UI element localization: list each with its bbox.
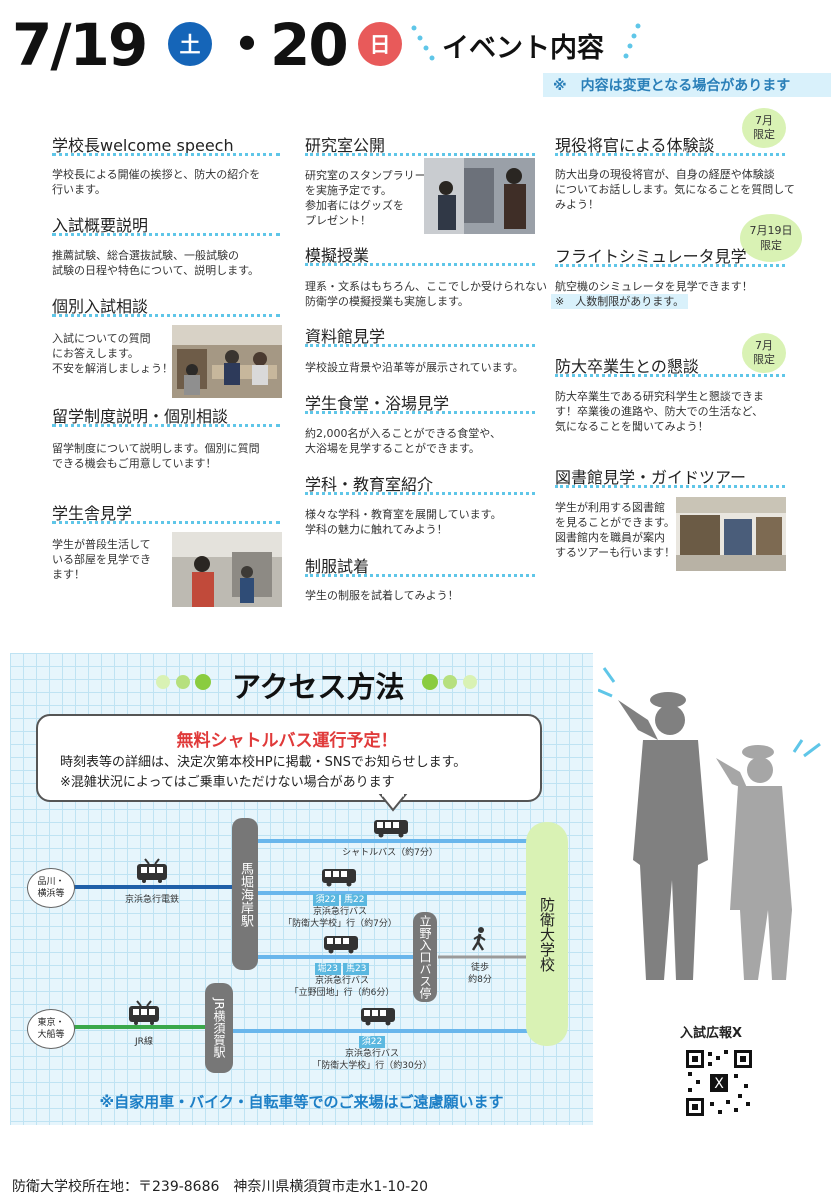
bus-icon [321, 867, 357, 891]
divider [555, 485, 785, 488]
event-title-flight-sim: フライトシミュレータ見学 [555, 247, 747, 266]
event-desc-alumni: 防大卒業生である研究科学生と懇談できます！卒業後の進路や、防大での生活など、気に… [555, 390, 764, 433]
bus-icon [360, 1006, 396, 1030]
station-bahori-kaigan: 馬堀海岸駅 [232, 818, 258, 970]
route-label-walk: 徒歩 約8分 [468, 963, 492, 985]
day-badge-sunday: 日 [358, 22, 402, 66]
route-label-shuttle: シャトルバス（約7分） [342, 848, 438, 858]
route-label-jr: JR線 [135, 1037, 153, 1047]
divider [555, 153, 785, 156]
event-title-library: 図書館見学・ガイドツアー [555, 468, 747, 487]
divider [555, 264, 785, 267]
day-badge-saturday: 土 [168, 22, 212, 66]
limited-badge-july: 7月限定 [742, 108, 786, 148]
shuttle-title: 無料シャトルバス運行予定！ [176, 731, 398, 751]
access-title: アクセス方法 [232, 670, 405, 704]
event-desc-uniform: 学生の制服を試着してみよう！ [305, 589, 459, 602]
divider [305, 344, 535, 347]
limited-badge-july: 7月限定 [742, 333, 786, 373]
footer-address: 防衛大学校所在地：〒239-8686 神奈川県横須賀市走水1-10-20 [12, 1179, 429, 1195]
divider [555, 374, 785, 377]
train-icon [127, 1000, 161, 1030]
event-desc-mock-class: 理系・文系はもちろん、ここでしか受けられない防衛学の模擬授業も実施します。 [305, 280, 547, 308]
station-tateno-iriguchi: 立野入口バス停 [413, 912, 437, 1002]
divider [305, 574, 535, 577]
event-desc-departments: 様々な学科・教育室を展開しています。学科の魅力に触れてみよう！ [305, 508, 502, 536]
event-desc-cafeteria: 約2,000名が入ることができる食堂や、大浴場を見学することができます。 [305, 427, 501, 455]
decor-circles-right [420, 672, 480, 692]
saluting-cadets-illustration [597, 660, 826, 990]
event-title-uniform: 制服試着 [305, 557, 370, 576]
divider [52, 233, 280, 236]
sns-label: 入試広報X [680, 1026, 743, 1041]
divider [52, 153, 280, 156]
event-desc-welcome: 学校長による開催の挨拶と、防大の紹介を行います。 [52, 168, 261, 196]
event-title-museum: 資料館見学 [305, 327, 386, 346]
shuttle-line-1: 時刻表等の詳細は、決定次第本校HPに掲載・SNSでお知らせします。 [60, 755, 467, 770]
divider [305, 411, 535, 414]
event-title-mock-class: 模擬授業 [305, 246, 370, 265]
event-title-dormitory: 学生舎見学 [52, 504, 133, 523]
event-title-alumni: 防大卒業生との懇談 [555, 357, 699, 376]
decor-dots-left [410, 22, 440, 62]
no-car-warning: ※自家用車・バイク・自転車等でのご来場はご遠慮願います [99, 1093, 504, 1111]
shuttle-line-2: ※混雑状況によってはご乗車いただけない場合があります [60, 775, 395, 790]
photo-consultation [172, 325, 282, 398]
walking-icon [470, 926, 490, 956]
route-label-bus-yokosuka: 須22 京浜急行バス 「防衛大学校」行（約30分） [312, 1036, 432, 1071]
event-desc-library: 学生が利用する図書館を見ることができます。図書館内を職員が案内するツアーも行いま… [555, 501, 676, 559]
station-jr-yokosuka: JR横須賀駅 [205, 983, 233, 1073]
event-title-study-abroad: 留学制度説明・個別相談 [52, 407, 229, 426]
route-label-keikyu-rail: 京浜急行電鉄 [124, 895, 179, 905]
shuttle-notice-bubble [36, 714, 542, 802]
event-desc-lab: 研究室のスタンプラリーを実施予定です。参加者にはグッズをプレゼント！ [305, 169, 426, 227]
photo-lab [424, 158, 535, 234]
event-desc-museum: 学校設立背景や沿革等が展示されています。 [305, 361, 524, 374]
date-first: 7/19 [12, 11, 148, 79]
bus-icon [323, 934, 359, 958]
event-desc-general: 防大出身の現役将官が、自身の経歴や体験談についてお話しします。気になることを質問… [555, 168, 795, 211]
divider [305, 153, 535, 156]
event-title-general: 現役将官による体験談 [555, 136, 715, 155]
date-separator: ・ [218, 11, 276, 79]
svg-text:X: X [714, 1076, 724, 1092]
photo-dormitory [172, 532, 282, 607]
origin-shinagawa: 品川・横浜等 [27, 868, 75, 908]
event-desc-dormitory: 学生が普段生活している部屋を見学できます！ [52, 538, 151, 581]
route-diagram [10, 805, 593, 1105]
event-desc-study-abroad: 留学制度について説明します。個別に質問できる機会もご用意しています！ [52, 442, 260, 470]
bus-icon [373, 818, 409, 842]
decor-dots-right [612, 20, 642, 60]
bubble-tail [377, 793, 409, 814]
event-title-lab: 研究室公開 [305, 136, 386, 155]
event-title-consultation: 個別入試相談 [52, 297, 149, 316]
divider [305, 492, 535, 495]
event-title-exam-overview: 入試概要説明 [52, 216, 149, 235]
date-second: 20 [270, 11, 349, 79]
qr-code[interactable]: X [684, 1048, 754, 1118]
event-title-cafeteria: 学生食堂・浴場見学 [305, 394, 450, 413]
train-icon [135, 858, 169, 888]
change-notice: ※ 内容は変更となる場合があります [543, 73, 831, 97]
photo-library [676, 497, 786, 571]
event-title-welcome: 学校長welcome speech [52, 136, 234, 155]
event-desc-flight-sim: 航空機のシミュレータを見学できます！ ※ 人数制限があります。 [551, 279, 753, 309]
divider [305, 263, 535, 266]
divider [52, 424, 280, 427]
station-bodai: 防衛大学校 [526, 822, 568, 1046]
limited-badge-july19: 7月19日限定 [740, 214, 802, 262]
event-desc-exam-overview: 推薦試験、総合選抜試験、一般試験の試験の日程や特色について、説明します。 [52, 249, 260, 277]
divider [52, 521, 280, 524]
decor-circles-left [155, 672, 215, 692]
page-title: イベント内容 [442, 33, 604, 64]
divider [52, 314, 280, 317]
event-desc-consultation: 入試についての質問にお答えします。不安を解消しましょう！ [52, 332, 173, 375]
event-title-departments: 学科・教育室紹介 [305, 475, 434, 494]
origin-tokyo: 東京・大船等 [27, 1009, 75, 1049]
